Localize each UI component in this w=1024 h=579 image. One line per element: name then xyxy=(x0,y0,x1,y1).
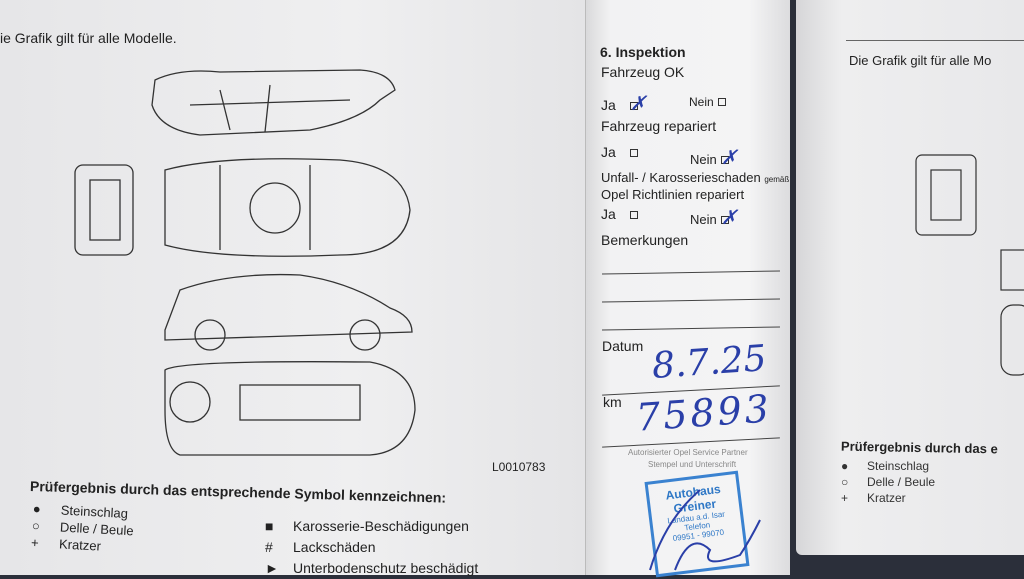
q3-yes[interactable]: Ja xyxy=(601,206,638,222)
q1-no[interactable]: Nein xyxy=(689,95,726,109)
header-line xyxy=(846,40,1024,41)
partner-label: Autorisierter Opel Service Partner xyxy=(628,448,748,457)
legend-right: ■Karosserie-Beschädigungen #Lackschäden … xyxy=(265,516,478,579)
left-page: ie Grafik gilt für alle Modelle. L001078… xyxy=(0,0,588,576)
q1-yes[interactable]: Ja✗ xyxy=(601,91,647,115)
q2-no[interactable]: Nein✗ xyxy=(690,145,738,169)
inspection-title: 6. Inspektion xyxy=(600,44,686,60)
signature-label: Stempel und Unterschrift xyxy=(648,460,737,469)
remarks-label: Bemerkungen xyxy=(601,232,689,248)
right-page: Die Grafik gilt für alle Mo Prüfergebnis… xyxy=(796,0,1024,555)
legend-item: ●Steinschlag xyxy=(841,459,930,473)
legend-item: #Lackschäden xyxy=(265,539,376,555)
legend-item: ■Karosserie-Beschädigungen xyxy=(265,518,469,534)
date-value[interactable]: 8.7.25 xyxy=(650,338,768,387)
signature xyxy=(649,489,761,571)
date-label: Datum xyxy=(602,338,644,354)
car-diagram-partial xyxy=(915,154,1024,376)
q2-yes[interactable]: Ja xyxy=(601,144,638,160)
car-damage-diagram xyxy=(74,69,416,456)
legend-left: ●Steinschlag ○Delle / Beule +Kratzer xyxy=(31,500,135,556)
km-value[interactable]: 75893 xyxy=(634,386,774,440)
q1-label: Fahrzeug OK xyxy=(601,64,685,80)
inspection-page xyxy=(585,0,790,575)
legend-item: ►Unterbodenschutz beschädigt xyxy=(265,560,479,576)
legend-item: ○Delle / Beule xyxy=(841,475,936,489)
legend-title: Prüfergebnis durch das e xyxy=(840,438,998,457)
km-label: km xyxy=(603,394,622,410)
q3-no[interactable]: Nein✗ xyxy=(690,205,738,229)
q2-label: Fahrzeug repariert xyxy=(601,118,717,134)
q3-label: Unfall- / Karosserieschaden gemäß xyxy=(601,170,790,185)
diagram-code: L0010783 xyxy=(492,460,546,474)
legend: ●Steinschlag ○Delle / Beule +Kratzer xyxy=(841,458,935,506)
caption: ie Grafik gilt für alle Modelle. xyxy=(0,30,177,46)
legend-item: +Kratzer xyxy=(841,491,906,505)
caption: Die Grafik gilt für alle Mo xyxy=(849,53,992,68)
legend-title: Prüfergebnis durch das entsprechende Sym… xyxy=(29,478,447,506)
q3-label-2: Opel Richtlinien repariert xyxy=(601,187,745,202)
